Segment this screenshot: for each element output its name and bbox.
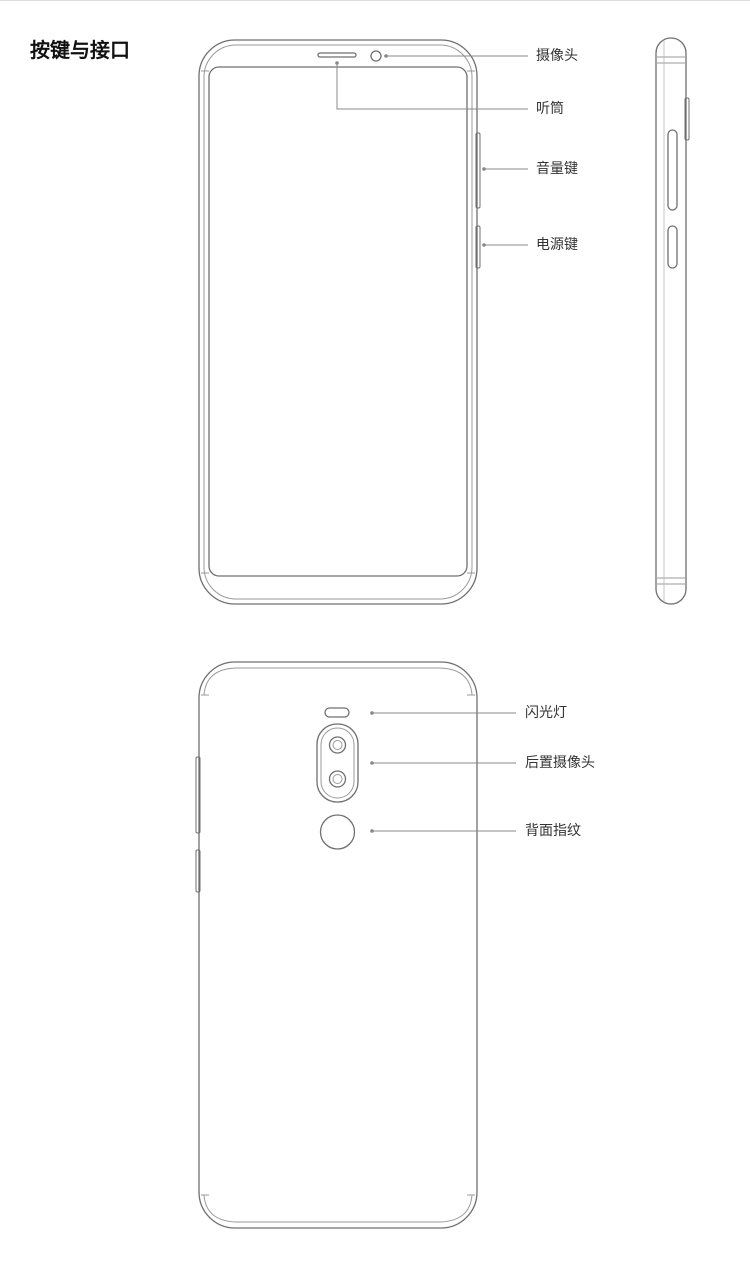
- label-rear-camera: 后置摄像头: [525, 755, 595, 771]
- power-button-edge: [475, 225, 481, 269]
- leader-earpiece: [336, 63, 528, 110]
- back-bottom-antenna-band: [203, 1194, 473, 1223]
- label-rear-fingerprint: 背面指纹: [525, 823, 581, 839]
- leader-dot: [370, 711, 374, 715]
- front-inner-frame: [203, 44, 473, 600]
- callout-leaders: [336, 55, 528, 832]
- page-title: 按键与接口: [30, 38, 130, 62]
- leader-dot: [482, 243, 486, 247]
- leader-dot: [335, 61, 339, 65]
- side-power-button: [667, 225, 678, 269]
- leader-dot: [384, 54, 388, 58]
- back-top-antenna-band: [203, 667, 473, 696]
- label-earpiece: 听筒: [536, 101, 564, 117]
- back-volume-button-edge: [195, 756, 201, 834]
- front-outer-frame: [198, 39, 478, 605]
- rear-camera-outer-housing: [316, 723, 359, 803]
- side-camera-bump: [684, 97, 690, 141]
- fingerprint-sensor: [319, 814, 356, 850]
- phone-front-view: [198, 39, 481, 605]
- leader-dot: [482, 167, 486, 171]
- leader-dot: [370, 829, 374, 833]
- side-outline: [655, 37, 687, 605]
- callout-leader-dots: [335, 54, 486, 833]
- front-screen: [208, 66, 468, 577]
- rear-camera-lens-top: [328, 736, 347, 754]
- rear-camera-lens-top-inner: [332, 740, 343, 750]
- side-volume-button: [667, 129, 678, 211]
- label-flash: 闪光灯: [525, 705, 567, 721]
- front-camera-lens: [370, 50, 382, 62]
- label-front-camera: 摄像头: [536, 48, 578, 64]
- flash-led: [324, 707, 350, 718]
- leader-dot: [370, 761, 374, 765]
- earpiece-slot: [317, 52, 357, 58]
- back-outer-frame: [198, 661, 478, 1229]
- label-power-key: 电源键: [536, 237, 578, 253]
- phone-side-view: [655, 37, 690, 605]
- volume-button-edge: [475, 132, 481, 209]
- rear-camera-lens-bottom-inner: [332, 774, 343, 784]
- rear-camera-inner-housing: [320, 727, 355, 799]
- back-power-button-edge: [195, 849, 201, 893]
- label-volume-key: 音量键: [536, 161, 578, 177]
- phone-back-view: [195, 661, 478, 1229]
- top-divider: [0, 0, 750, 1]
- rear-camera-lens-bottom: [328, 770, 347, 788]
